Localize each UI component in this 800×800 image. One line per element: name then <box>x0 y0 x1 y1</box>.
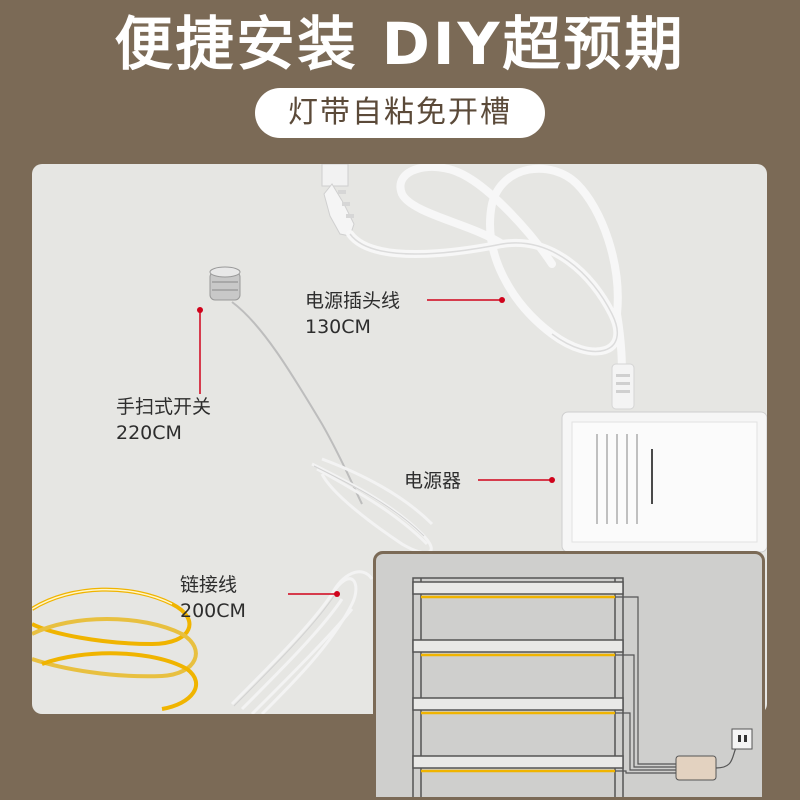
callout-dots <box>197 297 555 597</box>
cabinet-diagram <box>373 551 765 800</box>
power-plug-icon <box>321 164 355 237</box>
wire-bundle-shadow <box>233 465 425 707</box>
callout-lines <box>199 299 552 595</box>
led-strip <box>32 587 199 711</box>
label-power-cable: 电源插头线 130CM <box>305 288 400 340</box>
power-supply-box <box>561 411 767 553</box>
label-link-cable: 链接线 200CM <box>180 572 246 624</box>
link-cable-name: 链接线 <box>180 574 238 596</box>
supply-strain-relief <box>611 363 635 410</box>
diagram-power-supply <box>675 755 717 781</box>
switch-wire <box>231 301 363 505</box>
power-cable-name: 电源插头线 <box>305 290 401 312</box>
shelf-led-strips <box>421 595 615 773</box>
cabinet-shelves <box>412 581 624 769</box>
label-power-supply: 电源器 <box>404 468 461 494</box>
cabinet-frame <box>412 577 624 797</box>
page-title: 便捷安装 DIY超预期 <box>114 10 686 78</box>
power-supply-name: 电源器 <box>404 470 462 492</box>
wall-socket-icon <box>731 728 753 750</box>
power-cable-coil <box>346 164 626 383</box>
touch-switch-icon <box>209 266 241 301</box>
diagram-wiring <box>615 596 739 774</box>
label-switch: 手扫式开关 220CM <box>116 394 211 446</box>
link-cable-length: 200CM <box>180 600 246 622</box>
product-illustration <box>32 164 767 714</box>
switch-name: 手扫式开关 <box>116 396 212 418</box>
cabinet-illustration <box>412 577 753 797</box>
switch-length: 220CM <box>116 422 182 444</box>
subtitle-pill: 灯带自粘免开槽 <box>255 88 545 138</box>
power-cable-outline <box>349 233 619 353</box>
power-cable-length: 130CM <box>305 316 371 338</box>
